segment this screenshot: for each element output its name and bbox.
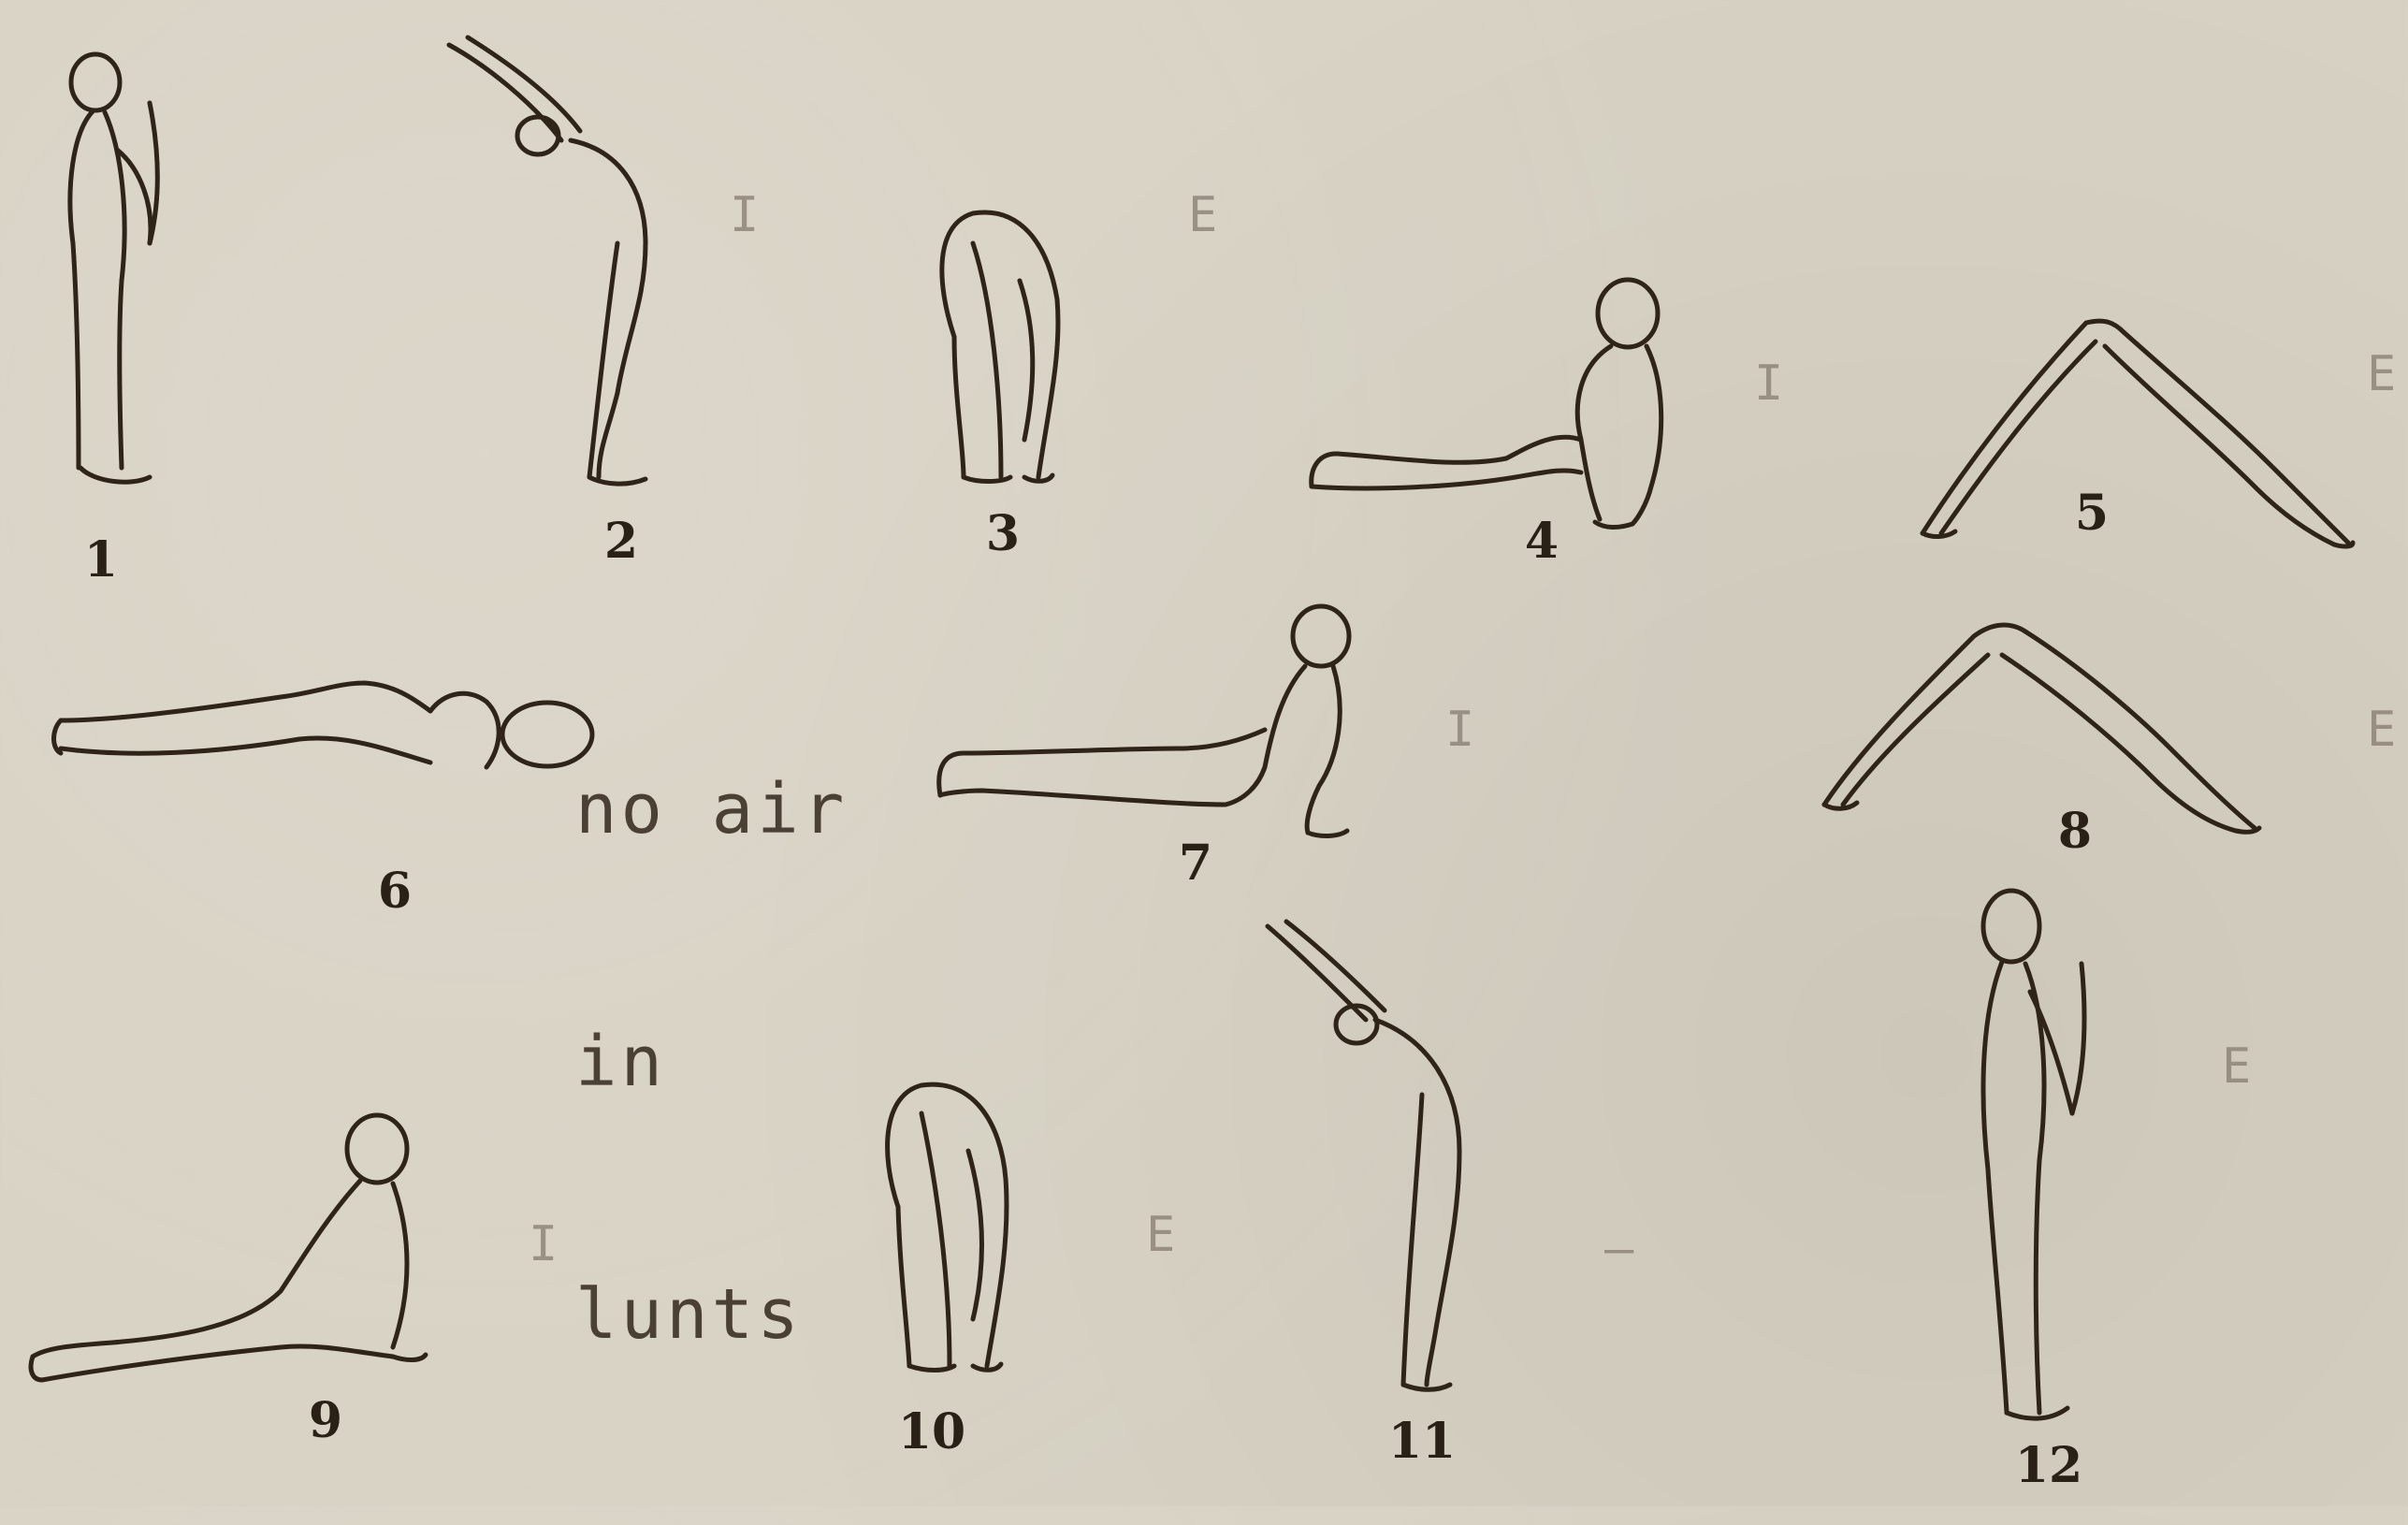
- breath-mark-5: I: [1445, 702, 1474, 758]
- breath-mark-10: E: [2222, 1038, 2251, 1095]
- breath-mark-9: –: [1604, 1221, 1633, 1277]
- figure-12-number: 12: [2015, 1437, 2082, 1494]
- breath-mark-6: E: [2367, 702, 2396, 758]
- breath-mark-4: E: [2367, 346, 2396, 402]
- breath-mark-3: I: [1754, 356, 1783, 412]
- breath-mark-8: E: [1146, 1207, 1175, 1263]
- breath-mark-7: I: [529, 1216, 558, 1272]
- breath-mark-2: E: [1188, 187, 1217, 243]
- breath-mark-1: I: [730, 187, 759, 243]
